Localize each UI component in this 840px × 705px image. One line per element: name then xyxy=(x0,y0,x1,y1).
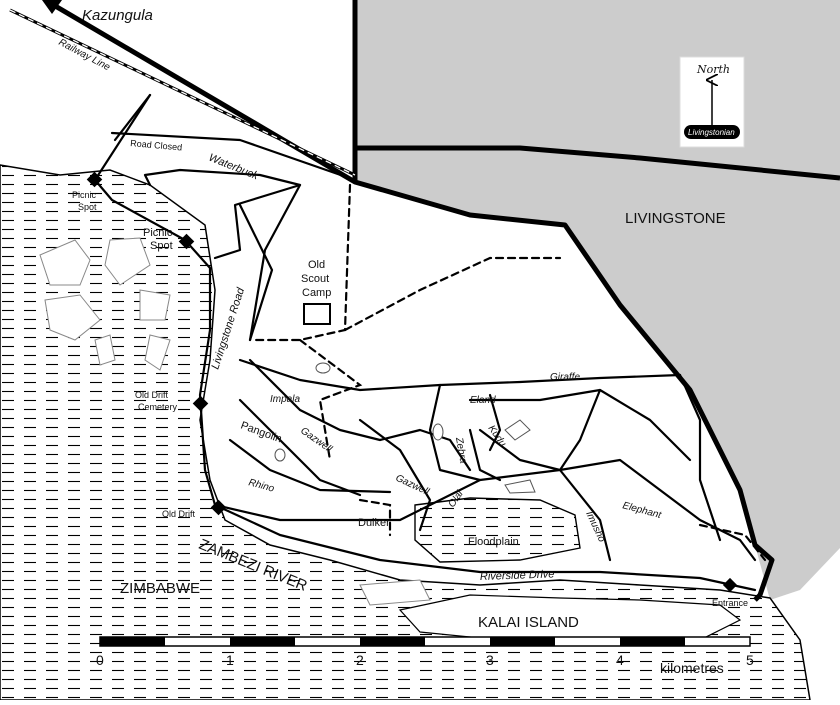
kazungula-arrow-icon xyxy=(42,0,62,14)
label-waterbuck: Waterbuck xyxy=(207,152,261,183)
town-road-east xyxy=(355,145,840,181)
scale-tick-label: 4 xyxy=(616,652,624,668)
scale-unit: kilometres xyxy=(660,660,724,676)
north-arrow: North Livingstonian xyxy=(679,56,745,148)
label-livingstone: LIVINGSTONE xyxy=(625,210,726,227)
label-kazungula: Kazungula xyxy=(82,7,153,24)
label-cemetery-a: Old Drift xyxy=(135,390,169,400)
label-picnic2-b: Spot xyxy=(150,240,173,252)
label-zimbabwe: ZIMBABWE xyxy=(120,580,200,597)
label-cemetery-b: Cemetery xyxy=(138,402,178,412)
scale-tick-label: 5 xyxy=(746,652,754,668)
scale-bar: 0 1 2 3 4 5 xyxy=(96,636,754,668)
scale-segment xyxy=(490,637,555,646)
label-floodplain: Floodplain xyxy=(468,536,519,548)
label-old-scout-1: Old xyxy=(308,259,325,271)
label-old-scout-3: Camp xyxy=(302,287,331,299)
pools xyxy=(274,362,536,494)
label-old-scout-2: Scout xyxy=(301,273,329,285)
river-islands xyxy=(39,237,431,606)
label-zebra: Zebra xyxy=(453,436,469,465)
label-giraffe: Giraffe xyxy=(550,372,580,383)
label-picnic1-a: Picnic xyxy=(72,190,97,200)
scale-segment xyxy=(620,637,685,646)
north-brand: Livingstonian xyxy=(688,128,735,137)
scale-tick-label: 0 xyxy=(96,652,104,668)
label-old-drift: Old Drift xyxy=(162,509,196,519)
zambezi-river xyxy=(0,164,811,701)
label-elephant: Elephant xyxy=(621,500,663,521)
scale-segment xyxy=(100,637,165,646)
park-border xyxy=(43,0,775,602)
label-duiker: Duiker xyxy=(358,517,390,529)
label-rhino: Rhino xyxy=(247,477,276,495)
scale-segment xyxy=(230,637,295,646)
label-gazwell1: Gazwell xyxy=(298,425,334,455)
scale-tick-label: 2 xyxy=(356,652,364,668)
old-scout-camp-marker xyxy=(303,303,331,325)
scale-tick-label: 1 xyxy=(226,652,234,668)
label-gazwell2: Gazwell xyxy=(394,473,432,498)
label-road-closed: Road Closed xyxy=(130,138,183,152)
floodplain-area xyxy=(414,497,581,563)
label-kalai: KALAI ISLAND xyxy=(478,614,579,631)
scale-tick-label: 3 xyxy=(486,652,494,668)
label-entrance: Entrance xyxy=(712,598,748,608)
kalai-island xyxy=(398,594,742,641)
park-tracks xyxy=(253,183,767,562)
site-markers xyxy=(86,171,738,593)
label-pangolin: Pangolin xyxy=(239,420,283,446)
label-eland: Eland xyxy=(470,395,496,406)
label-impala: Impala xyxy=(270,394,300,405)
label-picnic2-a: Picnic xyxy=(143,227,173,239)
label-imusho: Imusho xyxy=(583,510,607,545)
label-riverside: Riverside Drive xyxy=(480,568,555,583)
north-label: North xyxy=(696,63,730,76)
scale-segment xyxy=(360,637,425,646)
label-picnic1-b: Spot xyxy=(78,202,97,212)
park-roads xyxy=(93,93,757,592)
